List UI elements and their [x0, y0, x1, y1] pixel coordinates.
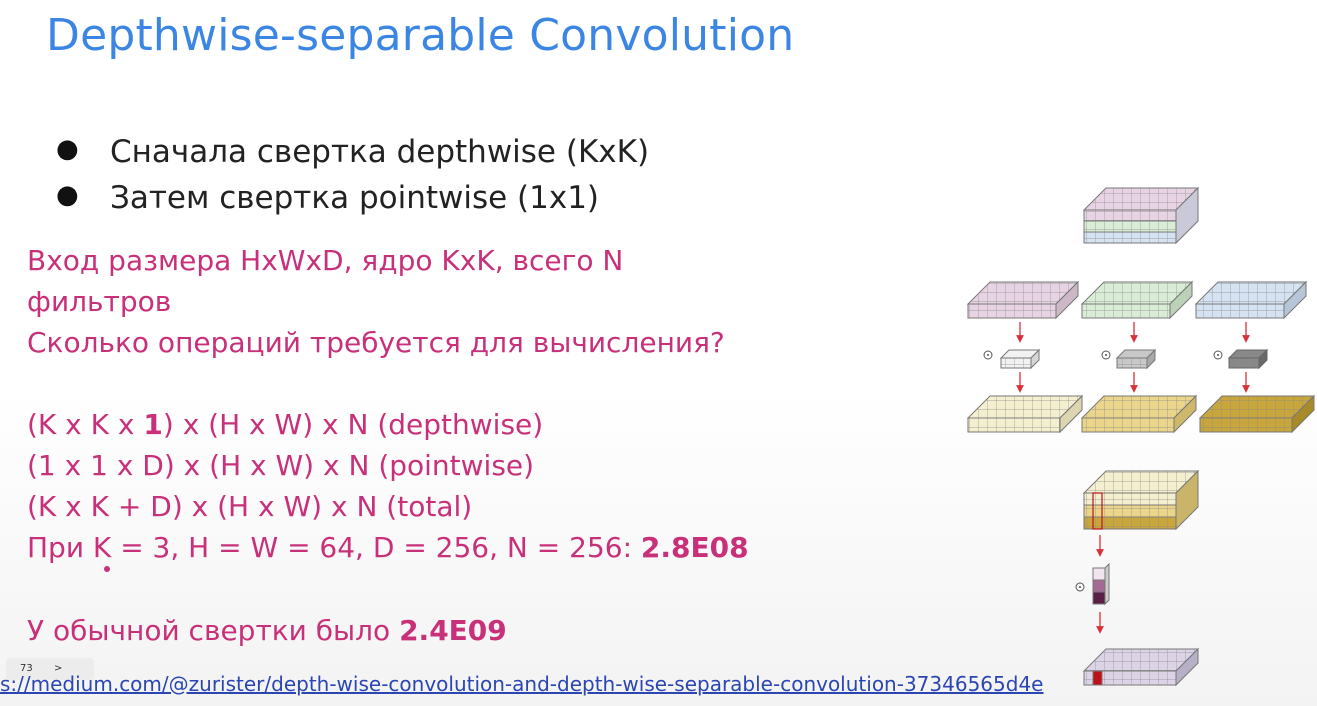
- page-navigator[interactable]: 73 >: [6, 658, 94, 680]
- formula-depthwise: (K x K x 1) x (H x W) x N (depthwise): [27, 408, 543, 441]
- depthwise-separable-diagram: [966, 186, 1316, 687]
- regular-label: У обычной свертки было: [27, 614, 400, 647]
- depthwise-kernels: [983, 348, 1269, 370]
- formula-depthwise-part: ) x (H x W) x N (depthwise): [162, 408, 544, 441]
- question-line-3: Сколько операций требуется для вычислени…: [27, 326, 725, 359]
- formula-total: (K x K + D) x (H x W) x N (total): [27, 490, 473, 523]
- bullet-text: Затем свертка pointwise (1x1): [110, 180, 600, 216]
- channel-slices: [966, 280, 1308, 320]
- pointwise-output: [1082, 647, 1200, 687]
- slide-title: Depthwise-separable Convolution: [46, 10, 795, 61]
- stacked-intermediate: [1082, 469, 1200, 531]
- pointwise-kernel: [1075, 562, 1110, 606]
- example-value: 2.8E08: [640, 531, 749, 564]
- formula-example: При K = 3, H = W = 64, D = 256, N = 256:…: [27, 531, 749, 564]
- formula-depthwise-bold: 1: [143, 408, 163, 441]
- regular-value: 2.4E09: [399, 614, 507, 647]
- question-line-2: фильтров: [27, 285, 172, 318]
- page-number: 73: [20, 663, 33, 674]
- depthwise-outputs: [966, 394, 1316, 434]
- bullet-icon: ●: [56, 180, 79, 210]
- example-label: При K = 3, H = W = 64, D = 256, N = 256:: [27, 531, 641, 564]
- pointer-dot: [104, 566, 110, 572]
- bullet-text: Сначала свертка depthwise (KxK): [110, 134, 650, 170]
- formula-pointwise: (1 x 1 x D) x (H x W) x N (pointwise): [27, 449, 535, 482]
- chevron-right-icon[interactable]: >: [54, 663, 63, 674]
- bullet-icon: ●: [56, 134, 79, 164]
- regular-conv-line: У обычной свертки было 2.4E09: [27, 614, 507, 647]
- source-link[interactable]: s://medium.com/@zurister/depth-wise-conv…: [0, 672, 1044, 696]
- formula-depthwise-part: (K x K x: [27, 408, 144, 441]
- question-line-1: Вход размера HxWxD, ядро KxK, всего N: [27, 244, 624, 277]
- input-volume: [1082, 186, 1200, 245]
